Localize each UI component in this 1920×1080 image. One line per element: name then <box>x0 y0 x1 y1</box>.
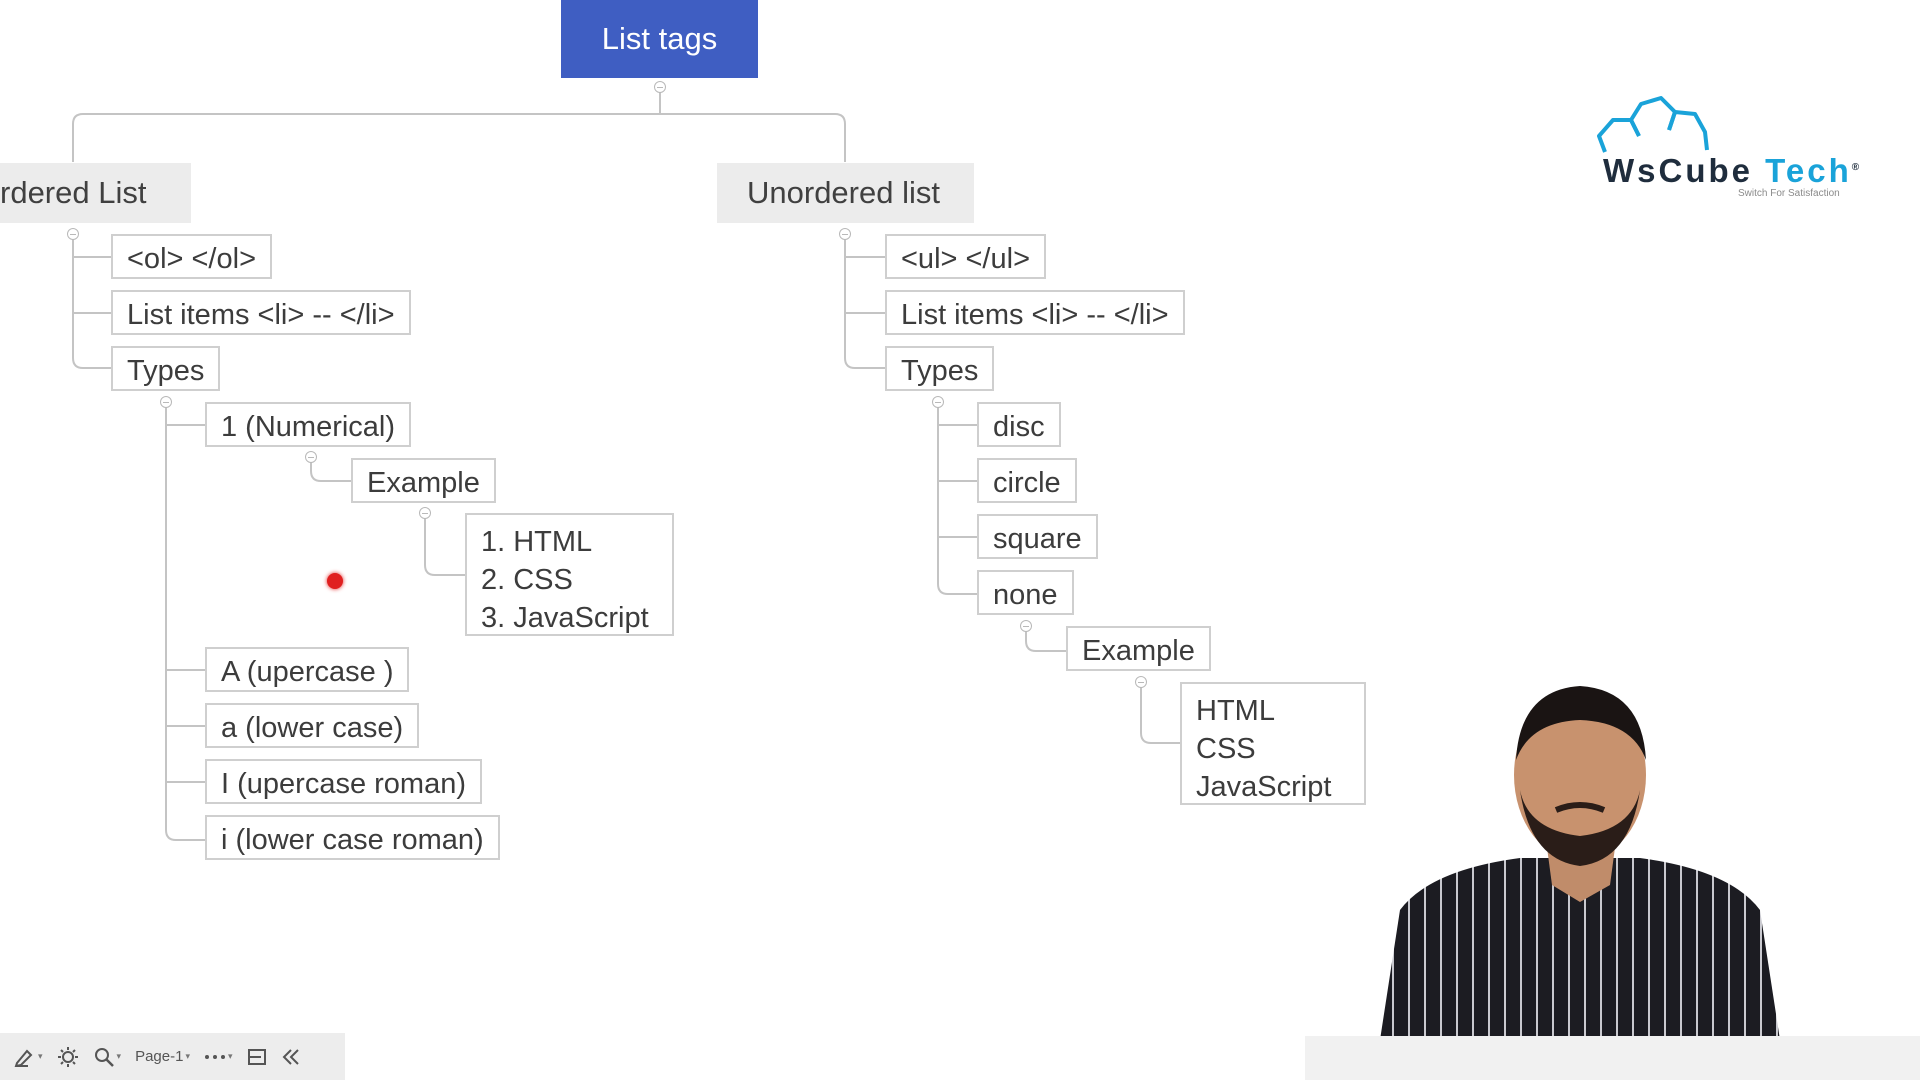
branch-ordered-list[interactable]: rdered List <box>0 163 191 223</box>
logo-word-wscube: WsCube <box>1603 152 1753 189</box>
collapse-icon[interactable] <box>932 396 944 408</box>
presenter-video <box>1380 686 1780 1040</box>
node-ol-type-numerical[interactable]: 1 (Numerical) <box>205 402 412 447</box>
wscube-tech-logo: WsCube Tech® Switch For Satisfaction <box>1595 92 1875 202</box>
outline-button[interactable] <box>247 1047 267 1067</box>
node-ul-type-circle[interactable]: circle <box>977 458 1077 503</box>
zoom-button[interactable]: ▾ <box>93 1046 122 1068</box>
laser-pointer-dot <box>327 573 343 589</box>
logo-tagline: Switch For Satisfaction <box>1738 188 1840 199</box>
example-line: 1. HTML <box>481 526 593 558</box>
example-line: 3. JavaScript <box>481 602 649 634</box>
node-ol-example-list[interactable]: 1. HTML 2. CSS 3. JavaScript <box>465 513 674 636</box>
collapse-icon[interactable] <box>160 396 172 408</box>
node-ul-type-none[interactable]: none <box>977 570 1074 615</box>
collapse-icon[interactable] <box>839 228 851 240</box>
node-ol-type-upper-roman[interactable]: I (upercase roman) <box>205 759 482 804</box>
node-ul-tag[interactable]: <ul> </ul> <box>885 234 1046 279</box>
video-frame-bar <box>1305 1036 1920 1080</box>
pen-tool-button[interactable]: ▾ <box>14 1047 43 1067</box>
page-label: Page-1 <box>135 1048 184 1065</box>
collapse-icon[interactable] <box>67 228 79 240</box>
node-ol-list-items[interactable]: List items <li> -- </li> <box>111 290 411 335</box>
zoom-icon <box>94 1047 114 1067</box>
pen-icon <box>14 1049 33 1067</box>
chevron-down-icon: ▾ <box>38 1051 43 1061</box>
collapse-icon[interactable] <box>654 81 666 93</box>
collapse-icon[interactable] <box>419 507 431 519</box>
collapse-icon[interactable] <box>1020 620 1032 632</box>
more-icon <box>204 1054 225 1059</box>
registered-mark: ® <box>1851 162 1863 173</box>
root-topic[interactable]: List tags <box>561 0 758 78</box>
example-line: HTML <box>1196 695 1275 727</box>
page-selector[interactable]: Page-1 ▾ <box>135 1048 190 1065</box>
node-ul-example-list[interactable]: HTML CSS JavaScript <box>1180 682 1366 805</box>
chevron-down-icon: ▾ <box>227 1051 233 1061</box>
node-ol-types[interactable]: Types <box>111 346 221 391</box>
example-line: JavaScript <box>1196 771 1332 803</box>
example-line: CSS <box>1196 733 1256 765</box>
bottom-toolbar: ▾ ▾ Page-1 ▾ ▾ <box>0 1033 345 1080</box>
node-ol-type-uppercase[interactable]: A (upercase ) <box>205 647 410 692</box>
node-ul-type-square[interactable]: square <box>977 514 1098 559</box>
collapse-panel-icon <box>282 1048 299 1065</box>
node-ol-example[interactable]: Example <box>351 458 496 503</box>
branch-unordered-list[interactable]: Unordered list <box>717 163 974 223</box>
logo-wordmark: WsCube Tech® <box>1603 152 1862 190</box>
node-ol-tag[interactable]: <ol> </ol> <box>111 234 272 279</box>
lightbulb-icon <box>57 1046 78 1067</box>
more-button[interactable]: ▾ <box>204 1051 233 1062</box>
node-ul-types[interactable]: Types <box>885 346 995 391</box>
node-ul-type-disc[interactable]: disc <box>977 402 1061 447</box>
hexagon-logo-icon <box>1597 96 1709 153</box>
collapse-panel-button[interactable] <box>281 1047 301 1067</box>
node-ol-type-lower-roman[interactable]: i (lower case roman) <box>205 815 500 860</box>
outline-icon <box>247 1048 266 1065</box>
node-ul-example[interactable]: Example <box>1066 626 1211 671</box>
node-ul-list-items[interactable]: List items <li> -- </li> <box>885 290 1185 335</box>
laser-pointer-button[interactable] <box>57 1046 79 1068</box>
chevron-down-icon: ▾ <box>116 1051 122 1061</box>
collapse-icon[interactable] <box>305 451 317 463</box>
example-line: 2. CSS <box>481 564 573 596</box>
logo-word-tech: Tech <box>1765 152 1852 189</box>
node-ol-type-lowercase[interactable]: a (lower case) <box>205 703 420 748</box>
chevron-down-icon: ▾ <box>185 1051 190 1061</box>
collapse-icon[interactable] <box>1135 676 1147 688</box>
